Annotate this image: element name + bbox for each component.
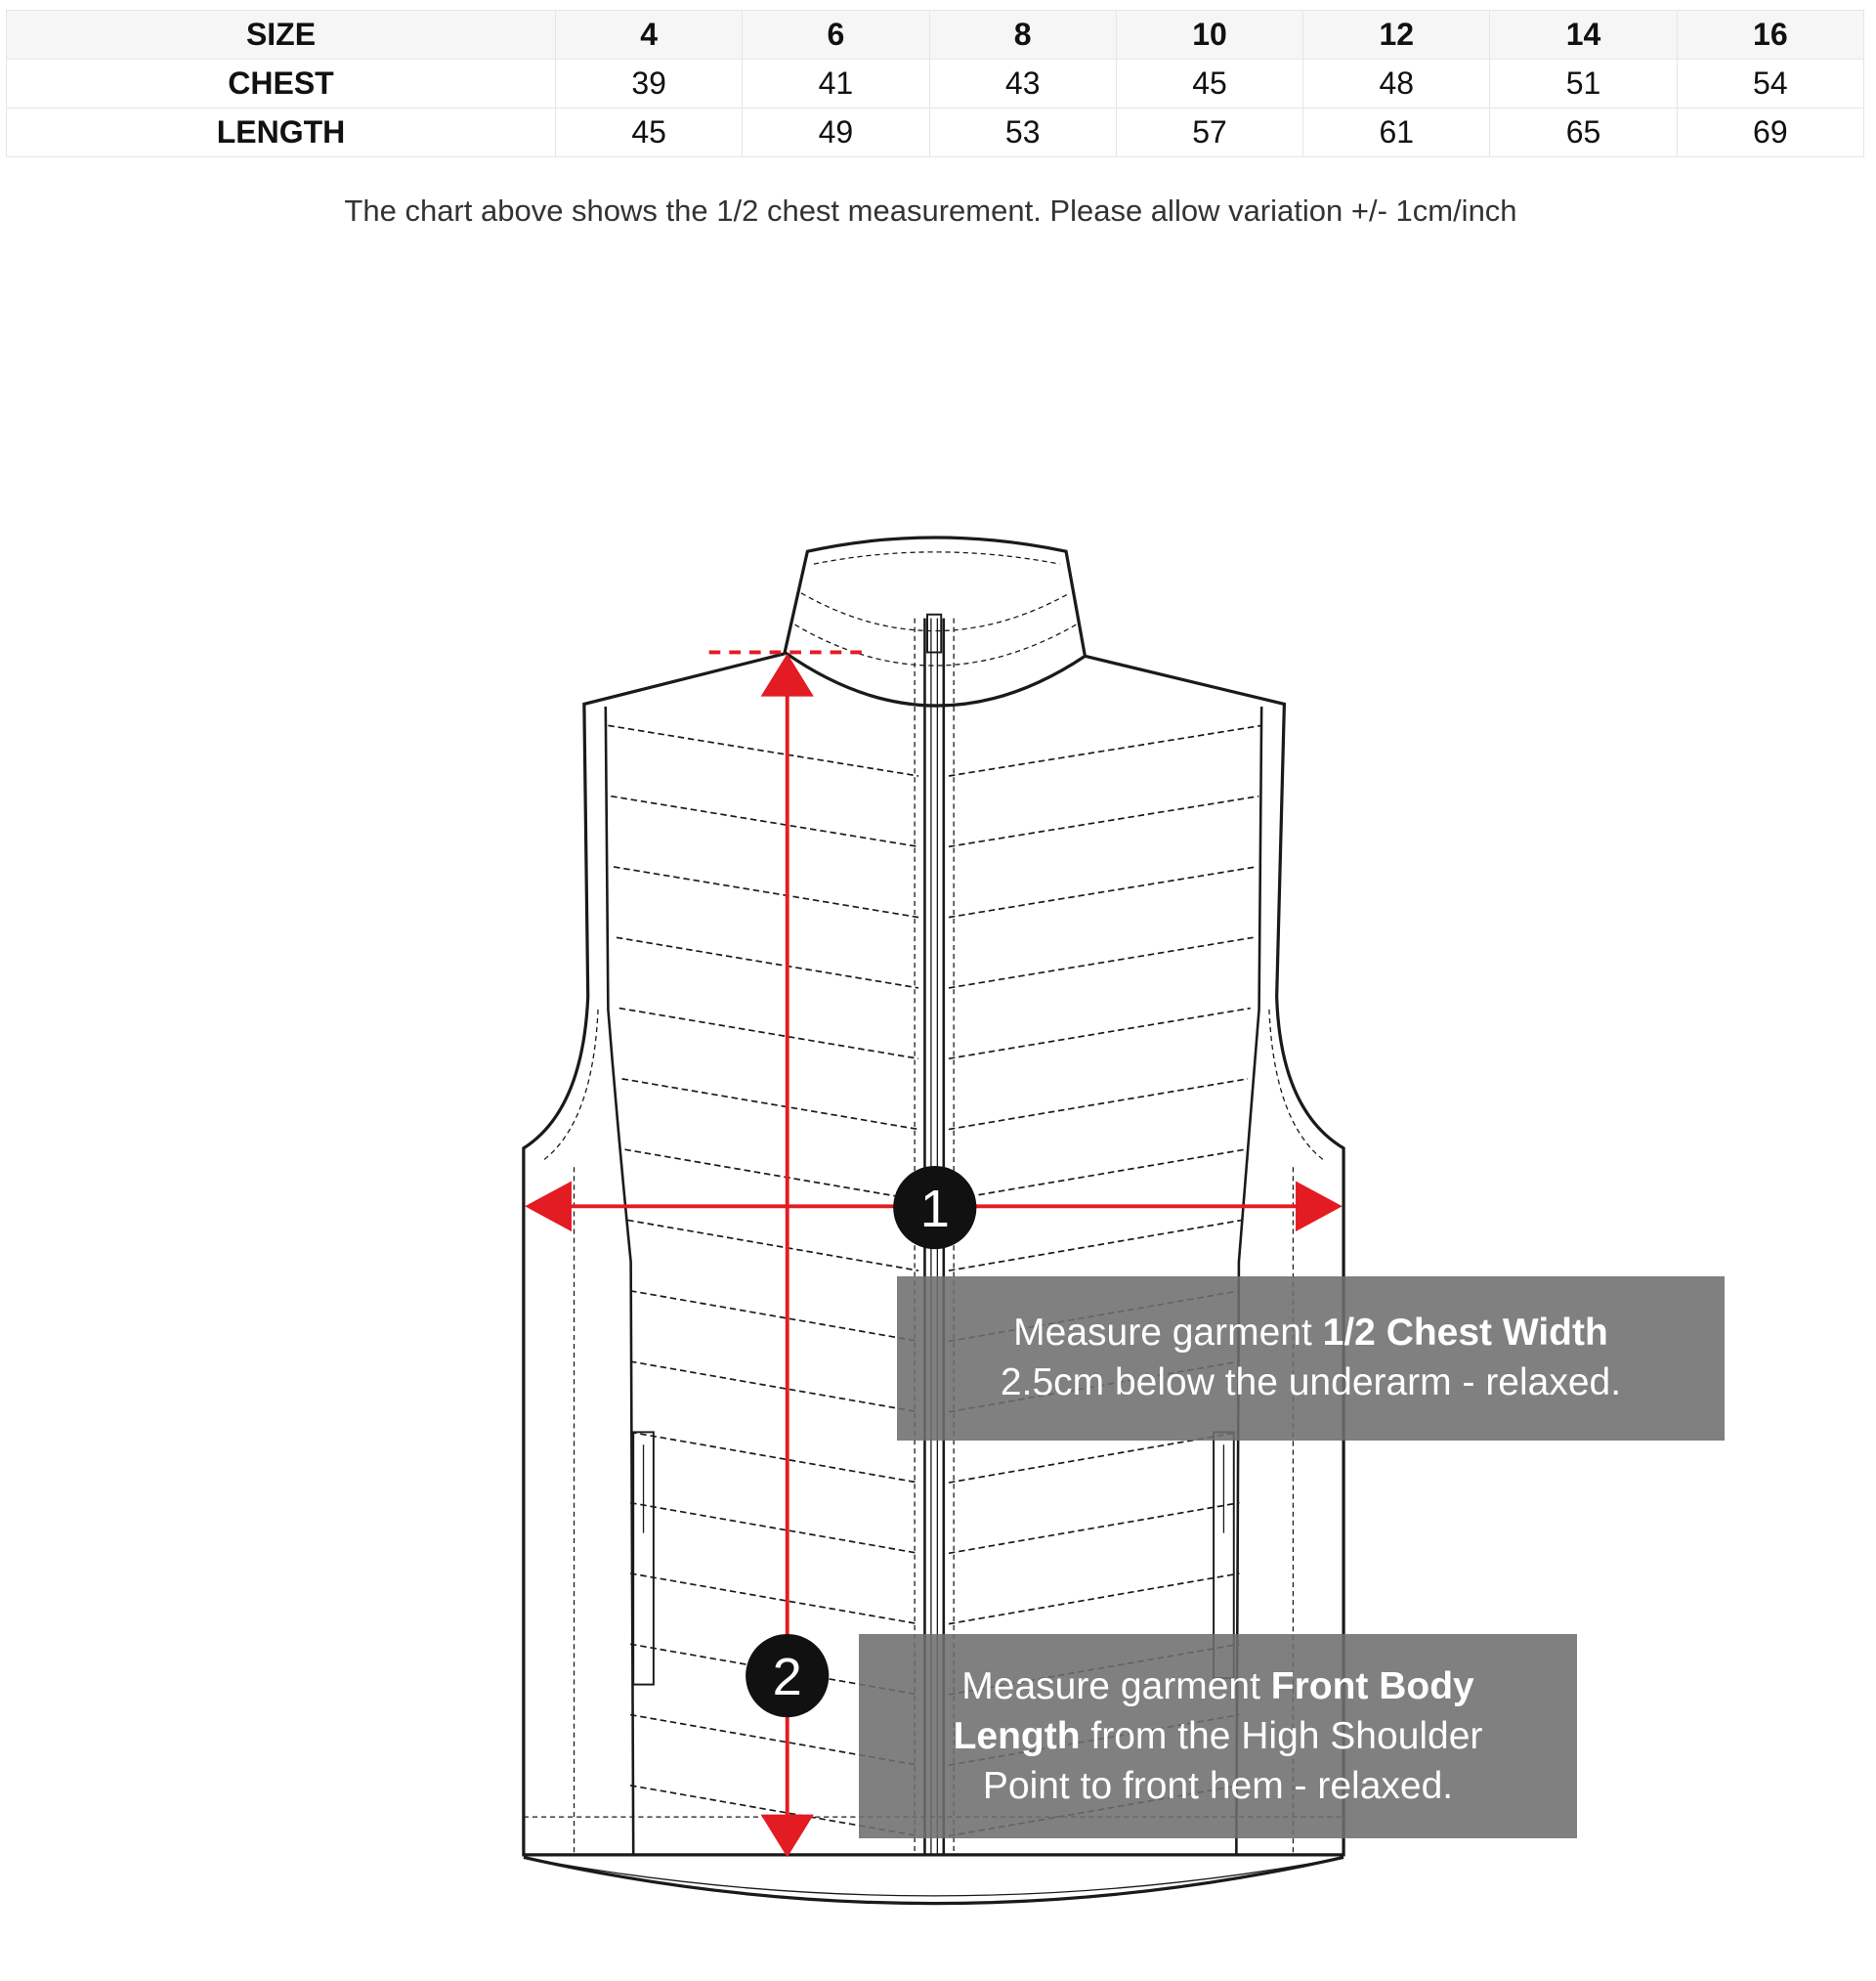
note-text: Measure garment bbox=[1013, 1312, 1323, 1354]
header-cell: 16 bbox=[1676, 10, 1865, 60]
note-text: 2.5cm below the underarm - relaxed. bbox=[1000, 1361, 1622, 1403]
size-table: SIZE 4 6 8 10 12 14 16 CHEST 39 41 43 45… bbox=[6, 10, 1865, 157]
table-row: LENGTH 45 49 53 57 61 65 69 bbox=[6, 108, 1865, 157]
marker-1-label: 1 bbox=[920, 1180, 950, 1238]
quilt-line bbox=[948, 1148, 1246, 1201]
quilt-line bbox=[948, 795, 1259, 848]
measurement-caption: The chart above shows the 1/2 chest meas… bbox=[344, 194, 1517, 228]
chest-width-note: Measure garment 1/2 Chest Width 2.5cm be… bbox=[897, 1276, 1725, 1441]
quilt-line bbox=[621, 1078, 919, 1131]
quilt-line bbox=[948, 1007, 1251, 1060]
quilt-line bbox=[948, 936, 1254, 989]
quilt-line bbox=[613, 866, 919, 919]
cell: 48 bbox=[1302, 59, 1491, 108]
row-label: CHEST bbox=[6, 59, 556, 108]
cell: 43 bbox=[928, 59, 1117, 108]
quilt-line bbox=[948, 724, 1262, 777]
header-cell: 14 bbox=[1489, 10, 1678, 60]
cell: 53 bbox=[928, 108, 1117, 157]
cell: 57 bbox=[1115, 108, 1304, 157]
quilt-line bbox=[948, 866, 1257, 919]
quilt-line bbox=[948, 1501, 1240, 1555]
cell: 45 bbox=[554, 108, 744, 157]
note-bold: Length bbox=[953, 1715, 1081, 1757]
quilt-line bbox=[616, 936, 919, 989]
note-bold: 1/2 Chest Width bbox=[1322, 1312, 1608, 1354]
cell: 69 bbox=[1676, 108, 1865, 157]
note-text: from the High Shoulder bbox=[1080, 1715, 1483, 1757]
quilt-line bbox=[629, 1431, 919, 1484]
cell: 54 bbox=[1676, 59, 1865, 108]
cell: 65 bbox=[1489, 108, 1678, 157]
quilt-line bbox=[629, 1289, 919, 1343]
note-bold: Front Body bbox=[1270, 1665, 1474, 1707]
quilt-line bbox=[948, 1219, 1243, 1271]
quilt-line bbox=[948, 1572, 1240, 1625]
cell: 39 bbox=[554, 59, 744, 108]
quilt-line bbox=[948, 1078, 1249, 1131]
quilt-line bbox=[624, 1148, 919, 1201]
header-cell: 8 bbox=[928, 10, 1117, 60]
quilt-line bbox=[618, 1007, 919, 1060]
body-length-note: Measure garment Front Body Length from t… bbox=[859, 1634, 1577, 1838]
cell: 61 bbox=[1302, 108, 1491, 157]
table-header-row: SIZE 4 6 8 10 12 14 16 bbox=[6, 10, 1865, 60]
marker-2: 2 bbox=[746, 1633, 830, 1718]
quilt-line bbox=[627, 1219, 919, 1271]
header-cell: SIZE bbox=[6, 10, 556, 60]
note-text: Point to front hem - relaxed. bbox=[982, 1765, 1454, 1807]
cell: 41 bbox=[742, 59, 930, 108]
table-row: CHEST 39 41 43 45 48 51 54 bbox=[6, 59, 1865, 108]
marker-1: 1 bbox=[893, 1165, 977, 1250]
quilt-line bbox=[608, 724, 919, 777]
marker-2-label: 2 bbox=[773, 1648, 802, 1706]
quilt-line bbox=[629, 1572, 919, 1625]
quilt-line bbox=[611, 795, 919, 848]
quilt-line bbox=[629, 1360, 919, 1413]
quilt-line bbox=[629, 1501, 919, 1555]
header-cell: 12 bbox=[1302, 10, 1491, 60]
cell: 49 bbox=[742, 108, 930, 157]
header-cell: 4 bbox=[554, 10, 744, 60]
header-cell: 10 bbox=[1115, 10, 1304, 60]
note-text: Measure garment bbox=[961, 1665, 1271, 1707]
